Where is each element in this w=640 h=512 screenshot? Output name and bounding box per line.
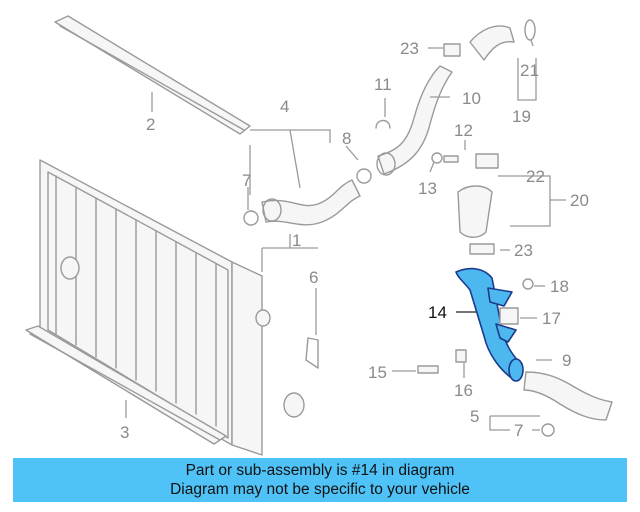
part-hose-4 [261,179,361,226]
callout-3: 3 [120,423,129,442]
part-17 [499,307,519,325]
callout-11: 11 [374,75,392,94]
part-radiator-core [39,159,305,456]
callout-22: 22 [526,167,545,186]
callout-7-upper: 7 [242,171,251,190]
callout-10: 10 [462,89,481,108]
part-18 [522,278,534,290]
part-o-ring-7a [243,210,259,226]
part-lower-bar [25,325,227,445]
callout-labels: 1 2 3 4 5 6 7 7 8 9 10 11 12 13 14 15 16… [120,39,589,442]
info-banner: Part or sub-assembly is #14 in diagram D… [13,458,627,502]
callout-2: 2 [146,115,155,134]
part-bolt-12 [431,152,459,164]
callout-14: 14 [428,303,447,322]
part-o-ring-8 [356,168,372,184]
callout-23-upper: 23 [400,39,419,58]
callout-18: 18 [550,277,569,296]
leader-lines [125,39,566,431]
banner-line-1: Part or sub-assembly is #14 in diagram [185,462,455,479]
callout-13: 13 [418,179,437,198]
part-pipe-10 [376,65,453,176]
part-clip-6 [305,337,319,369]
callout-6: 6 [309,268,318,287]
parts-diagram: 1 2 3 4 5 6 7 7 8 9 10 11 12 13 14 15 16… [25,15,613,456]
callout-8: 8 [342,129,351,148]
callout-20: 20 [570,191,589,210]
callout-12: 12 [454,121,473,140]
callout-15: 15 [368,363,387,382]
callout-5: 5 [470,407,479,426]
callout-19: 19 [512,107,531,126]
part-clip-11 [375,119,391,129]
part-upper-bar [54,15,251,135]
callout-17: 17 [542,309,561,328]
part-16 [455,349,467,363]
callout-9: 9 [562,351,571,370]
callout-4: 4 [280,97,289,116]
callout-1: 1 [292,231,301,250]
part-hose-20 [457,153,499,255]
part-14-highlighted-pipe [455,267,524,382]
part-hose-5 [523,371,613,437]
banner-line-2: Diagram may not be specific to your vehi… [170,481,470,498]
part-hose-19 [443,19,536,61]
callout-7-lower: 7 [514,421,523,440]
callout-16: 16 [454,381,473,400]
part-bolt-15 [417,365,439,374]
callout-21: 21 [520,61,539,80]
callout-23-lower: 23 [514,241,533,260]
